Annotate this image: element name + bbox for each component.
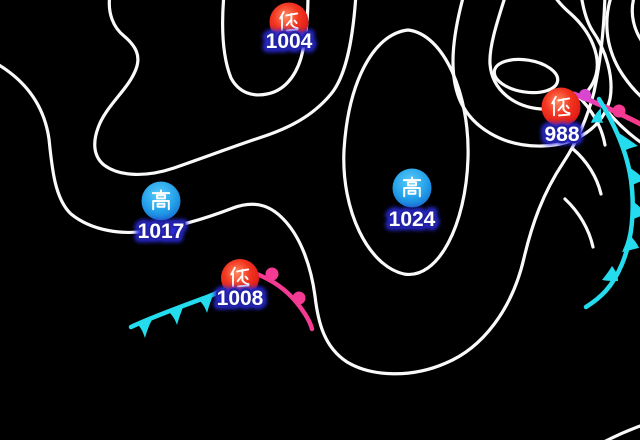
pressure-value-glow: 1017 — [138, 220, 185, 243]
isobar-line — [571, 147, 603, 196]
pressure-marker-high-1017: 1017 1017 — [134, 181, 188, 247]
warm-front-bump-icon — [265, 267, 279, 281]
cold-front-triangle-icon — [138, 318, 153, 338]
pressure-value: 988 — [544, 123, 579, 146]
warm-front-east — [571, 89, 640, 127]
pressure-marker-low-988: 988 988 — [540, 87, 584, 150]
pressure-value: 1004 — [266, 30, 313, 53]
cold-front-east — [583, 96, 640, 310]
pressure-marker-low-1008: 1008 1008 — [213, 259, 268, 314]
pressure-marker-high-1024: 1024 1024 — [385, 168, 440, 235]
isobar-line — [342, 28, 470, 276]
pressure-value-glow: 1004 — [266, 30, 313, 53]
isobar-line — [605, 0, 640, 98]
cold-front-triangle-icon — [199, 293, 214, 313]
warm-front-bump-icon — [612, 104, 626, 118]
cold-front-triangle-icon — [617, 132, 638, 152]
isobar-line — [451, 0, 613, 148]
pressure-value-glow: 1024 — [389, 208, 436, 231]
pressure-value: 1008 — [217, 287, 264, 310]
isobar-line — [604, 424, 640, 440]
cold-front-triangle-icon — [169, 305, 184, 325]
isobar-line — [492, 57, 560, 95]
warm-front-bump-icon — [579, 89, 591, 101]
isobar-line — [630, 0, 640, 42]
cold-front-triangle-icon — [591, 108, 603, 123]
pressure-value: 1017 — [138, 220, 185, 243]
warm-front-bump-icon — [292, 291, 306, 305]
cold-front-triangle-icon — [602, 266, 618, 281]
warm-front-southeast — [245, 267, 315, 332]
cold-front-triangle-icon — [622, 234, 639, 252]
cold-front-triangle-icon — [627, 166, 640, 186]
cold-front-triangle-icon — [631, 200, 640, 220]
isobar-line — [563, 197, 595, 249]
isobar-line — [93, 0, 358, 177]
pressure-value: 1024 — [389, 208, 436, 231]
isobar-line — [221, 0, 310, 97]
pressure-marker-low-1004: 1004 1004 — [262, 2, 317, 57]
pressure-value-glow: 988 — [544, 123, 579, 146]
isobar-line — [606, 110, 640, 144]
pressure-value-glow: 1008 — [217, 287, 264, 310]
isobar-line — [0, 0, 607, 376]
cold-front-southwest — [128, 284, 235, 338]
